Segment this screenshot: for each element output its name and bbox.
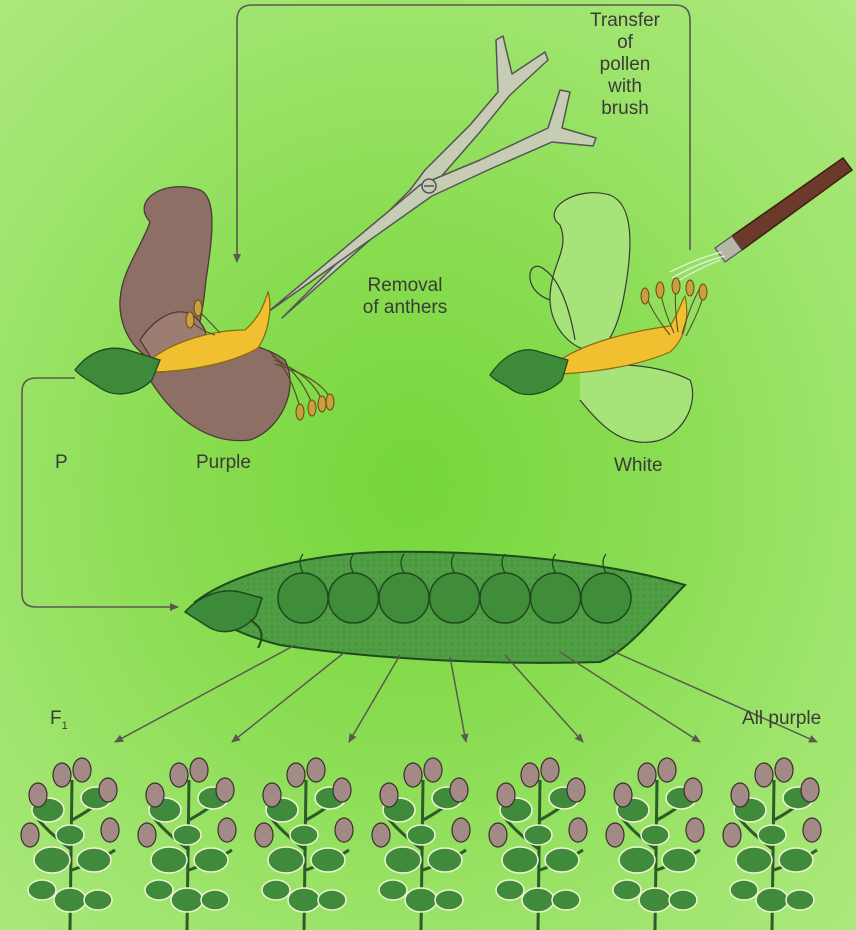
- removal-label: Removal of anthers: [345, 275, 465, 319]
- brush-icon: [670, 158, 852, 282]
- f1-arrow: [349, 655, 400, 742]
- pea-plant-icon: [255, 758, 353, 930]
- pea-plant-icon: [372, 758, 470, 930]
- f1-arrow: [115, 645, 295, 742]
- pea: [581, 573, 631, 623]
- f1-arrow: [560, 652, 700, 742]
- f1-arrow: [450, 657, 466, 742]
- pea-plant-icon: [489, 758, 587, 930]
- purple-label: Purple: [196, 452, 251, 474]
- f1-label: F1: [50, 708, 68, 737]
- transfer-label: Transfer of pollen with brush: [580, 10, 670, 120]
- pea: [329, 573, 379, 623]
- pea-plant-icon: [21, 758, 119, 930]
- pea: [531, 573, 581, 623]
- pea-pod-icon: [185, 552, 685, 663]
- pea: [379, 573, 429, 623]
- all-purple-label: All purple: [742, 708, 821, 730]
- pea-plant-icon: [723, 758, 821, 930]
- f1-plants: [21, 758, 821, 930]
- white-label: White: [614, 455, 663, 477]
- p-label: P: [55, 452, 68, 474]
- pea-plant-icon: [138, 758, 236, 930]
- f1-subscript: 1: [62, 720, 68, 732]
- pea: [480, 573, 530, 623]
- purple-flower-icon: [75, 187, 334, 441]
- f1-arrow: [232, 652, 345, 742]
- pea: [278, 573, 328, 623]
- f1-arrow: [505, 655, 583, 742]
- white-flower-icon: [490, 193, 707, 443]
- p-to-pod-arrow: [22, 378, 178, 607]
- pea-plant-icon: [606, 758, 704, 930]
- pea: [430, 573, 480, 623]
- f1-letter: F: [50, 708, 62, 729]
